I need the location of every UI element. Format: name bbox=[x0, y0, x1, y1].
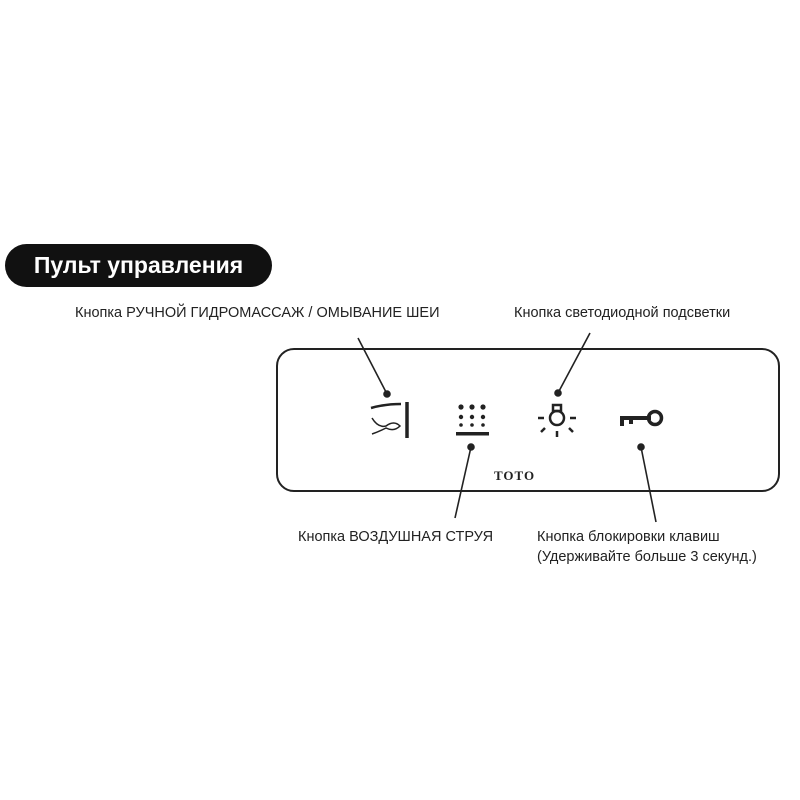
section-title: Пульт управления bbox=[5, 244, 272, 287]
label-light-button: Кнопка светодиодной подсветки bbox=[514, 305, 731, 321]
callout-line-lock bbox=[640, 446, 657, 523]
light-bulb-icon bbox=[538, 403, 576, 437]
label-lock-note: (Удерживайте больше 3 секунд.) bbox=[537, 549, 757, 565]
callout-line-wash bbox=[357, 337, 388, 395]
air-jet-icon bbox=[456, 404, 489, 436]
control-panel bbox=[276, 348, 780, 492]
label-air-button: Кнопка ВОЗДУШНАЯ СТРУЯ bbox=[298, 529, 494, 545]
callout-line-air bbox=[454, 446, 472, 519]
label-wash-button: Кнопка РУЧНОЙ ГИДРОМАССАЖ / ОМЫВАНИЕ ШЕИ bbox=[75, 305, 440, 321]
callout-line-light bbox=[557, 332, 591, 394]
brand-logo: TOTO bbox=[494, 468, 536, 483]
label-lock-button: Кнопка блокировки клавиш bbox=[537, 529, 720, 545]
wash-icon bbox=[370, 402, 409, 438]
key-lock-icon bbox=[620, 409, 664, 427]
